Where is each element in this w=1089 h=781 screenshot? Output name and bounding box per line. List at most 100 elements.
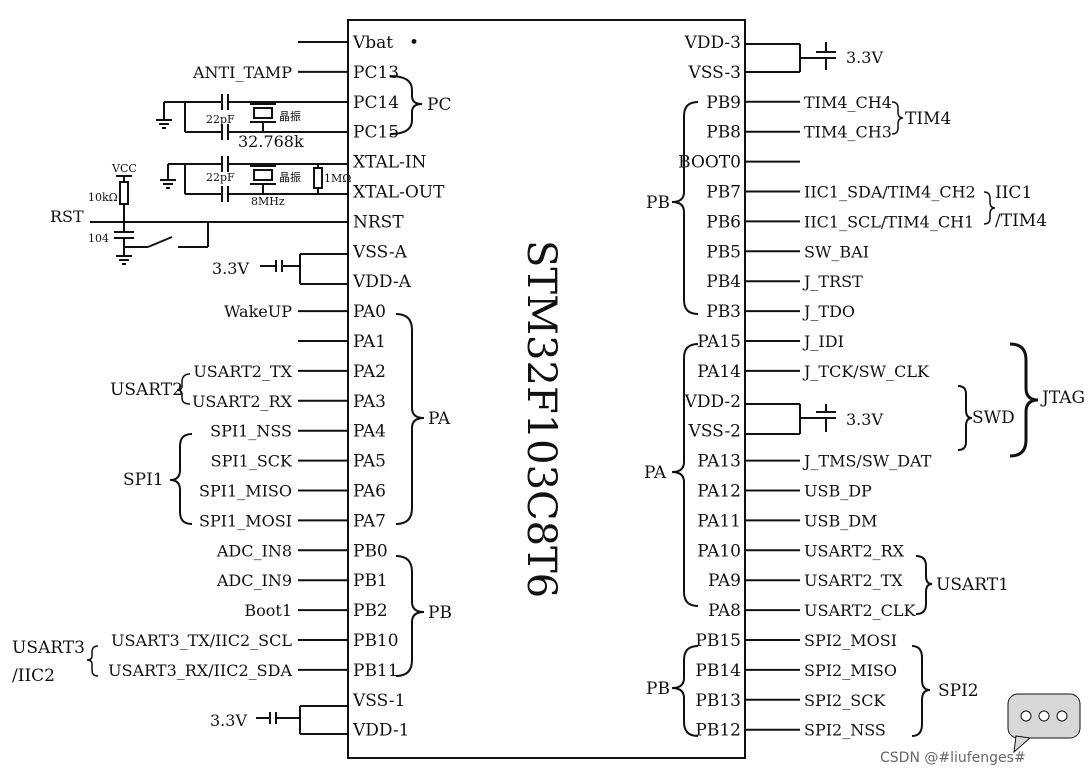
- pin-label-pb14: PB14: [695, 661, 741, 681]
- pin-label-vss-1: VSS-1: [352, 691, 405, 711]
- pc-group-label: PC: [427, 95, 451, 115]
- vdd2-supply-label: 3.3V: [846, 410, 883, 429]
- signal-label-pa2: USART2_TX: [193, 362, 292, 381]
- rtc-freq-label: 32.768k: [238, 132, 304, 151]
- pin-label-pa11: PA11: [697, 511, 741, 531]
- pin-label-pb2: PB2: [353, 601, 388, 621]
- tim4-brace: [891, 101, 904, 135]
- vdd3-supply-label: 3.3V: [846, 48, 883, 67]
- signal-label-pb14: SPI2_MISO: [804, 661, 897, 680]
- usart1-group-label: USART1: [936, 575, 1009, 595]
- signal-label-pc13: ANTI_TAMP: [192, 63, 292, 82]
- pin-label-vdd-1: VDD-1: [352, 721, 409, 741]
- pin-label-pb4: PB4: [706, 272, 741, 292]
- pin-label-pc13: PC13: [353, 63, 399, 83]
- pin-label-pb11: PB11: [353, 661, 399, 681]
- chat-bubble-icon: [1007, 693, 1081, 754]
- reset-circuit: [90, 175, 348, 265]
- signal-label-pb5: SW_BAI: [804, 242, 869, 261]
- pin-label-pa5: PA5: [353, 452, 386, 472]
- pin-label-pa15: PA15: [697, 332, 741, 352]
- pin-label-pb3: PB3: [706, 302, 741, 322]
- vcc-label: VCC: [111, 162, 137, 175]
- signal-label-pa5: SPI1_SCK: [211, 452, 293, 471]
- jtag-group-label: JTAG: [1040, 388, 1085, 408]
- vdd3-supply-cap: [745, 42, 836, 73]
- left-pin-column: VbatPC13ANTI_TAMPPC14PC15XTAL-INXTAL-OUT…: [108, 33, 445, 741]
- pin-label-vss-a: VSS-A: [352, 242, 408, 262]
- pin-label-vss-2: VSS-2: [688, 422, 741, 442]
- signal-label-pb1: ADC_IN9: [216, 571, 292, 590]
- pin-label-nrst: NRST: [353, 212, 404, 232]
- rtc-cap-label: 22pF: [206, 113, 235, 126]
- pin-label-pb1: PB1: [353, 571, 388, 591]
- iic1-brace: [983, 191, 996, 225]
- usart2-brace: [176, 373, 191, 405]
- hse-resistor-label: 1MΩ: [324, 172, 351, 185]
- signal-label-pb15: SPI2_MOSI: [804, 631, 897, 650]
- pin-label-pa8: PA8: [708, 601, 741, 621]
- tim4-group-label: TIM4: [905, 109, 951, 129]
- swd-brace: [957, 385, 973, 451]
- spi2-brace: [911, 645, 931, 737]
- signal-label-pa11: USB_DM: [804, 511, 877, 530]
- pb-right-bottom-group-label: PB: [646, 679, 670, 699]
- usart1-brace: [915, 555, 933, 615]
- signal-label-pa0: WakeUP: [224, 302, 292, 321]
- signal-label-pb3: J_TDO: [802, 302, 855, 321]
- usart3-group-label-1: USART3: [12, 638, 85, 658]
- signal-label-pa7: SPI1_MOSI: [199, 511, 292, 530]
- vbat-dot: •: [409, 33, 419, 53]
- signal-label-pa10: USART2_RX: [804, 541, 905, 560]
- pb-left-group-label: PB: [428, 603, 452, 623]
- signal-label-pb10: USART3_TX/IIC2_SCL: [111, 631, 292, 650]
- vdda-supply-label: 3.3V: [212, 259, 249, 278]
- vdda-supply-cap: [260, 253, 348, 285]
- pin-label-vdd-2: VDD-2: [684, 392, 741, 412]
- vdd1-supply-cap: [256, 705, 348, 735]
- pb-right-bottom-brace: [671, 645, 699, 737]
- pin-label-pb12: PB12: [695, 721, 741, 741]
- iic1-group-label-1: IIC1: [995, 183, 1032, 203]
- hse-crystal-label: 晶振: [279, 170, 301, 184]
- signal-label-pa8: USART2_CLK: [804, 601, 916, 620]
- usart2-group-label: USART2: [110, 380, 183, 400]
- usart3-group-label-2: /IIC2: [12, 666, 55, 686]
- rtc-crystal-label: 晶振: [279, 109, 301, 123]
- signal-label-pb2: Boot1: [244, 601, 292, 620]
- vdd2-supply-cap: [745, 403, 836, 435]
- spi2-group-label: SPI2: [938, 681, 979, 701]
- signal-label-pb4: J_TRST: [802, 272, 863, 291]
- pin-label-pb10: PB10: [353, 631, 399, 651]
- pb-right-top-brace: [671, 101, 699, 315]
- pin-label-pc14: PC14: [353, 93, 399, 113]
- signal-label-pb12: SPI2_NSS: [804, 721, 886, 740]
- pin-label-pb6: PB6: [706, 212, 741, 232]
- watermark-text: CSDN @#liufenges#: [880, 750, 1026, 766]
- signal-label-pa3: USART2_RX: [192, 392, 293, 411]
- signal-label-pb7: IIC1_SDA/TIM4_CH2: [804, 183, 976, 202]
- pa-right-brace: [671, 343, 699, 607]
- chip-name: STM32F103C8T6: [518, 240, 564, 598]
- pin-label-pb0: PB0: [353, 541, 388, 561]
- pb-right-top-group-label: PB: [646, 193, 670, 213]
- signal-label-pa4: SPI1_NSS: [210, 422, 292, 441]
- reset-cap-label: 104: [88, 232, 109, 245]
- signal-label-pa14: J_TCK/SW_CLK: [802, 362, 930, 381]
- hse-freq-label: 8MHz: [251, 195, 285, 208]
- pin-label-vdd-3: VDD-3: [684, 33, 741, 53]
- pin-label-pa13: PA13: [697, 452, 741, 472]
- pin-label-pa3: PA3: [353, 392, 386, 412]
- swd-group-label: SWD: [972, 408, 1015, 428]
- pin-label-pb13: PB13: [695, 691, 741, 711]
- reset-resistor-label: 10kΩ: [88, 191, 118, 204]
- signal-label-pb11: USART3_RX/IIC2_SDA: [108, 661, 292, 680]
- pin-label-pa12: PA12: [697, 482, 741, 502]
- pin-label-vss-3: VSS-3: [688, 63, 741, 83]
- pa-left-group-label: PA: [428, 409, 451, 429]
- usart3-brace: [86, 645, 99, 677]
- signal-label-pb8: TIM4_CH3: [804, 123, 892, 142]
